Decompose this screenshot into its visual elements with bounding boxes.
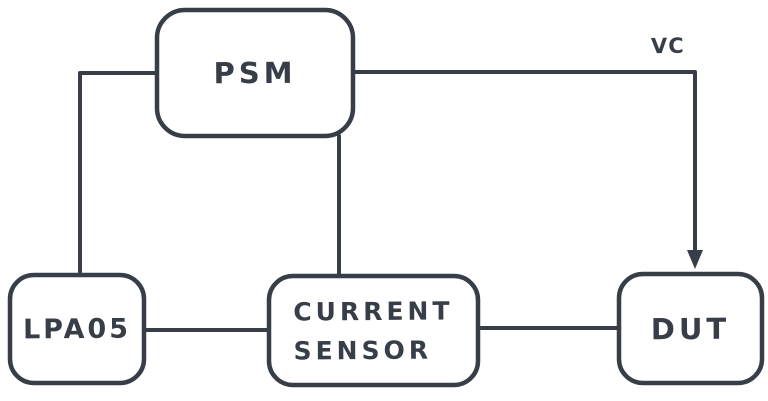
node-psm-label: PSM [155, 7, 356, 138]
node-current-sensor-label: CURRENT SENSOR [267, 273, 481, 387]
arrowhead-down [687, 250, 703, 269]
node-current-sensor-text: CURRENT SENSOR [293, 295, 454, 366]
node-dut-text: DUT [650, 311, 731, 346]
node-psm-text: PSM [213, 55, 297, 91]
node-lpa05-box [7, 272, 147, 386]
edge-psm-dut [352, 70, 697, 255]
node-lpa05-label: LPA05 [8, 273, 147, 386]
edge-vc-label: VC [650, 33, 685, 59]
node-dut-label: DUT [617, 271, 765, 385]
node-lpa05-text: LPA05 [22, 313, 132, 345]
node-current-sensor-box [266, 273, 481, 388]
node-dut-box [616, 271, 765, 386]
edge-psm-lpa05 [78, 71, 158, 274]
node-psm-box [154, 7, 356, 139]
